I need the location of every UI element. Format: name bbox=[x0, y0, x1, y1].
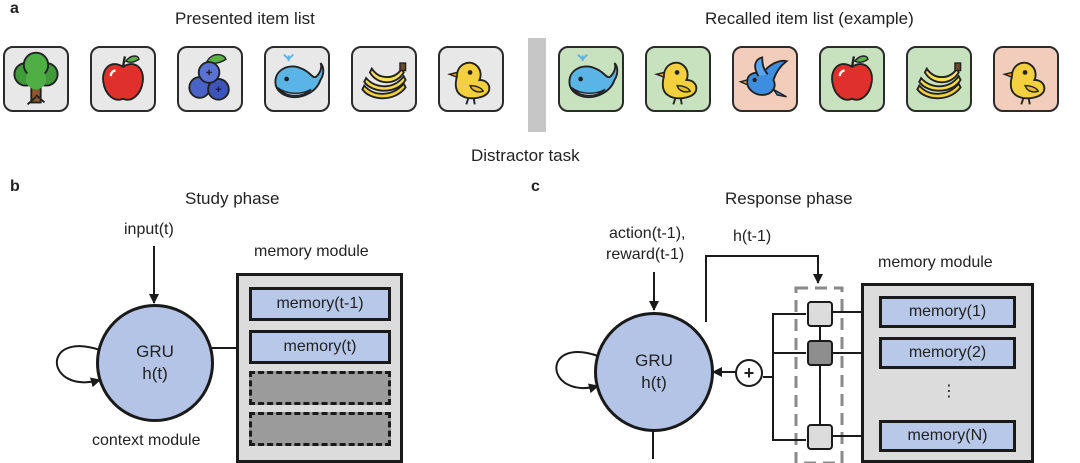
slot-ellipsis: ⋮ bbox=[812, 378, 828, 395]
response-phase-title: Response phase bbox=[725, 189, 853, 208]
slot-collect-wire bbox=[772, 313, 806, 441]
blueberries-icon bbox=[188, 53, 230, 101]
item-tile bbox=[264, 46, 330, 112]
item-tile bbox=[177, 46, 243, 112]
chick-icon bbox=[654, 61, 698, 105]
item-tile bbox=[645, 46, 711, 112]
memory-cell-n: memory(N) bbox=[879, 420, 1016, 452]
hidden-state-wire bbox=[705, 255, 823, 322]
whale-icon bbox=[274, 53, 325, 99]
panel-a-letter: a bbox=[10, 0, 19, 17]
memory-cell-t: memory(t) bbox=[249, 330, 391, 364]
panel-b-letter: b bbox=[10, 178, 20, 195]
bird-icon bbox=[738, 56, 789, 98]
memory-cell-1: memory(1) bbox=[879, 296, 1016, 328]
memory-cell-t-minus-1: memory(t-1) bbox=[249, 287, 391, 321]
context-module-label: context module bbox=[92, 432, 201, 449]
memory-cell-2: memory(2) bbox=[879, 337, 1016, 369]
hidden-state-label: h(t-1) bbox=[733, 228, 772, 245]
sum-operator: + bbox=[735, 359, 763, 387]
retrieval-slot bbox=[807, 301, 833, 327]
item-tile bbox=[351, 46, 417, 112]
apple-icon bbox=[102, 55, 144, 101]
presented-list-title: Presented item list bbox=[175, 9, 315, 28]
item-tile bbox=[438, 46, 504, 112]
memory-cell-empty bbox=[249, 412, 391, 446]
memory-module-title-b: memory module bbox=[254, 243, 369, 260]
apple-icon bbox=[831, 55, 873, 101]
item-tile bbox=[90, 46, 156, 112]
gru-name: GRU bbox=[136, 342, 174, 361]
item-tile bbox=[732, 46, 798, 112]
recurrent-loop-c bbox=[555, 351, 599, 394]
recurrent-loop-b bbox=[55, 345, 101, 388]
item-tile bbox=[819, 46, 885, 112]
retrieval-slot bbox=[807, 424, 833, 450]
panel-c-letter: c bbox=[531, 178, 540, 195]
chick-icon bbox=[1002, 61, 1046, 105]
distractor-task-label: Distractor task bbox=[471, 146, 580, 165]
item-tile bbox=[3, 46, 69, 112]
memory-ellipsis: ⋮ bbox=[941, 383, 957, 400]
input-label: input(t) bbox=[124, 221, 174, 238]
memory-cell-empty bbox=[249, 371, 391, 405]
gru-node-study: GRU h(t) bbox=[96, 304, 214, 422]
chick-icon bbox=[447, 61, 491, 105]
item-tile bbox=[558, 46, 624, 112]
item-tile bbox=[993, 46, 1059, 112]
gru-node-response: GRU h(t) bbox=[594, 312, 714, 432]
retrieval-slot-frame bbox=[794, 286, 844, 463]
gru-name: GRU bbox=[635, 351, 673, 370]
study-phase-title: Study phase bbox=[185, 189, 280, 208]
banana-icon bbox=[361, 62, 407, 100]
action-label: action(t-1), bbox=[609, 225, 686, 242]
distractor-divider bbox=[528, 38, 546, 132]
banana-icon bbox=[916, 62, 962, 100]
tree-icon bbox=[13, 51, 59, 106]
recalled-list-title: Recalled item list (example) bbox=[705, 9, 914, 28]
reward-label: reward(t-1) bbox=[606, 246, 685, 263]
item-tile bbox=[906, 46, 972, 112]
memory-module-title-c: memory module bbox=[878, 254, 993, 271]
gru-state: h(t) bbox=[641, 373, 667, 392]
whale-icon bbox=[568, 53, 619, 99]
gru-state: h(t) bbox=[142, 364, 168, 383]
retrieval-slot-active bbox=[807, 340, 833, 366]
